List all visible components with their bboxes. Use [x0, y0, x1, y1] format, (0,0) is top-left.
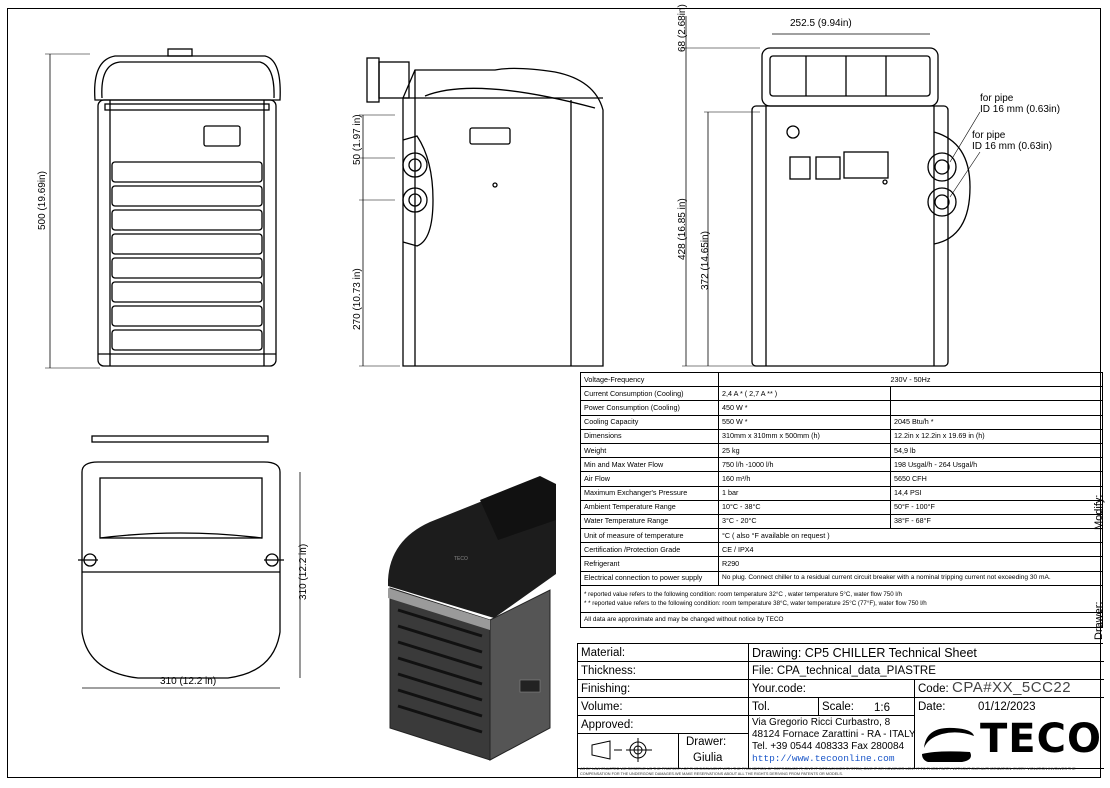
- dim-front-height: 500 (19.69in): [37, 171, 48, 230]
- table-row: Power Consumption (Cooling)450 W *: [580, 400, 1103, 416]
- projection-symbol-icon: [591, 738, 652, 762]
- spec-table: Voltage-Frequency 230V - 50Hz Current Co…: [580, 371, 1103, 628]
- drawer-name: Giulia: [693, 752, 723, 764]
- website-link[interactable]: http://www.tecoonline.com: [752, 753, 895, 764]
- drawer-side-label: Drawer:: [1093, 601, 1105, 640]
- pipe-note-upper: for pipe ID 16 mm (0.63in): [980, 93, 1061, 115]
- dim-rear-width: 252.5 (9.94in): [790, 18, 852, 29]
- top-view-drawing: [78, 435, 301, 689]
- dim-side-top: 50 (1.97 in): [352, 114, 363, 165]
- your-code-label: Your.code:: [752, 683, 806, 695]
- address-line-3: Tel. +39 0544 408333 Fax 280084: [752, 741, 905, 752]
- code-value: CPA#XX_5CC22: [952, 679, 1072, 696]
- modify-label: Modify:: [1093, 494, 1105, 530]
- volume-label: Volume:: [581, 701, 623, 713]
- code-label: Code:: [918, 683, 949, 695]
- drawer-label: Drawer:: [686, 736, 727, 748]
- spec-label: Voltage-Frequency: [580, 371, 719, 388]
- approved-label: Approved:: [581, 719, 634, 731]
- address-line-2: 48124 Fornace Zarattini - RA - ITALY: [752, 729, 916, 740]
- pipe-note-lower: for pipe ID 16 mm (0.63in): [972, 130, 1053, 152]
- dim-side-bottom: 270 (10.73 in): [352, 268, 363, 330]
- drawing-title: Drawing: CP5 CHILLER Technical Sheet: [752, 646, 977, 660]
- dim-rear-h1: 428 (16.85 in): [677, 198, 688, 260]
- dim-top-width: 310 (12.2 in): [160, 676, 217, 687]
- note-2: * * reported value refers to the followi…: [584, 599, 927, 607]
- rear-view-drawing: [682, 16, 981, 367]
- side-view-drawing: [359, 57, 604, 367]
- table-row: Voltage-Frequency 230V - 50Hz: [580, 371, 1103, 388]
- legal-notice: AS BY LAW ENACTED WE RESERVE US THE PROP…: [580, 767, 1076, 776]
- teco-logo: TECO: [980, 716, 1102, 762]
- dim-top-depth: 310 (12.2 in): [298, 543, 309, 600]
- address-line-1: Via Gregorio Ricci Curbastro, 8: [752, 717, 891, 728]
- table-row: Current Consumption (Cooling)2,4 A * ( 2…: [580, 386, 1103, 402]
- file-name: File: CPA_technical_data_PIASTRE: [752, 665, 936, 677]
- front-view-drawing: [45, 48, 281, 369]
- teco-swoosh-icon: [922, 727, 974, 762]
- tol-label: Tol.: [752, 701, 770, 713]
- table-disclaimer: All data are approximate and may be chan…: [580, 611, 1103, 628]
- dim-rear-top: 68 (2.68in): [677, 4, 688, 52]
- date-value: 01/12/2023: [978, 701, 1036, 713]
- table-row: Unit of measure of temperature°C ( also …: [580, 528, 1103, 544]
- finishing-label: Finishing:: [581, 683, 631, 695]
- spec-value: 230V - 50Hz: [718, 371, 1103, 388]
- dim-rear-h2: 372 (14.65in): [700, 231, 711, 290]
- table-notes: * reported value refers to the following…: [580, 584, 1103, 613]
- svg-text:TECO: TECO: [454, 556, 468, 562]
- scale-value: 1:6: [874, 702, 890, 714]
- note-1: * reported value refers to the following…: [584, 590, 902, 598]
- material-label: Material:: [581, 647, 626, 659]
- thickness-label: Thickness:: [581, 665, 636, 677]
- title-block: Material: Thickness: Finishing: Volume: …: [577, 643, 1104, 778]
- date-label: Date:: [918, 701, 946, 713]
- scale-label: Scale:: [822, 701, 854, 713]
- isometric-render: TECO: [388, 476, 556, 761]
